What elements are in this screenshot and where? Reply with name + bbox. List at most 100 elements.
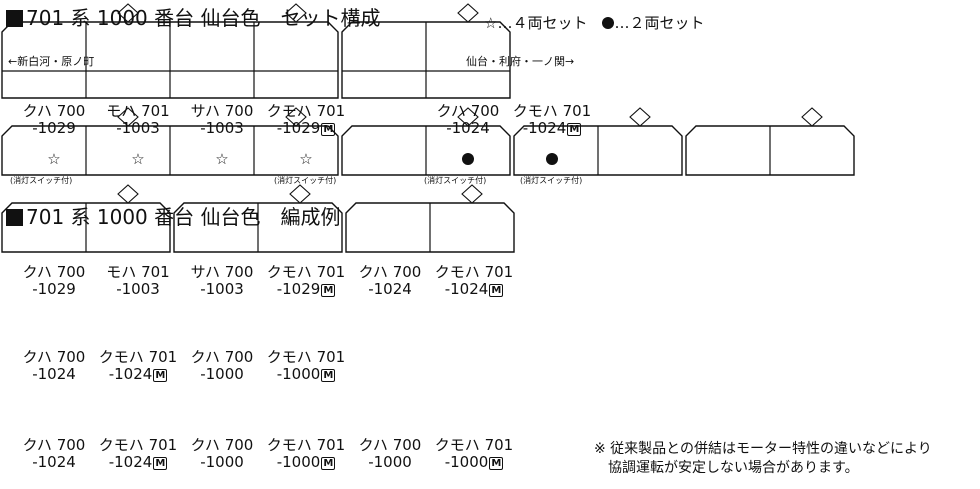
car-number-text: -1003	[200, 280, 244, 298]
note-line-1: ※ 従来製品との併結はモーター特性の違いなどにより	[594, 441, 932, 457]
legend-star: ☆…４両セット	[484, 14, 588, 32]
car-number: -1003	[96, 120, 180, 137]
motor-car-icon: M	[153, 457, 168, 470]
pantograph-icon	[117, 184, 139, 204]
four-car-set-star-icon: ☆	[131, 150, 145, 168]
four-car-set-star-icon: ☆	[215, 150, 229, 168]
car-number-text: -1024	[32, 453, 76, 471]
car-number: -1024	[12, 366, 96, 383]
square-bullet-icon	[6, 10, 23, 27]
car-name: クハ 700	[358, 436, 422, 454]
car-number-text: -1024	[108, 365, 153, 383]
direction-right-label: 仙台・利府・一ノ関→	[466, 55, 575, 68]
motor-car-icon: M	[321, 457, 336, 470]
set-composition-heading: 701 系 1000 番台 仙台色 セット構成	[6, 6, 381, 30]
headlight-switch-note: (消灯スイッチ付)	[520, 176, 583, 185]
car-number: -1024	[12, 454, 96, 471]
car-number-text: -1000	[276, 365, 321, 383]
car-label: クハ 700-1024	[12, 349, 96, 383]
pantograph-icon	[117, 3, 139, 23]
car-number: -1000	[180, 454, 264, 471]
legend-dot: …２両セット	[614, 14, 705, 32]
motor-car-icon: M	[321, 123, 336, 136]
motor-car-icon: M	[153, 369, 168, 382]
train-unit-body	[341, 125, 511, 176]
formation-example-heading: 701 系 1000 番台 仙台色 編成例	[6, 205, 341, 229]
pantograph-icon	[461, 184, 483, 204]
car-name: クモハ 701	[512, 102, 592, 120]
car-name: クモハ 701	[98, 348, 178, 366]
car-name: クモハ 701	[266, 436, 346, 454]
car-label: クハ 700-1000	[180, 349, 264, 383]
car-number-text: -1024	[32, 365, 76, 383]
car-label: クハ 700-1000	[348, 437, 432, 471]
car-number-text: -1024	[368, 280, 412, 298]
train-unit-body	[685, 125, 855, 176]
dot-icon	[462, 153, 474, 165]
car-name: クモハ 701	[266, 348, 346, 366]
car-number: -1029	[12, 281, 96, 298]
motor-car-icon: M	[489, 457, 504, 470]
train-unit-outline	[1, 107, 339, 176]
train-unit-outline	[341, 107, 511, 176]
car-label: クハ 700-1024	[12, 437, 96, 471]
headlight-switch-note: (消灯スイッチ付)	[10, 176, 73, 185]
motor-car-icon: M	[489, 284, 504, 297]
motor-car-icon: M	[567, 123, 582, 136]
car-number-text: -1029	[276, 280, 321, 298]
car-name: クハ 700	[22, 102, 86, 120]
train-unit-outline	[341, 3, 511, 99]
car-name: クハ 700	[190, 348, 254, 366]
car-number: -1000	[180, 366, 264, 383]
car-number: -1024	[348, 281, 432, 298]
dot-icon	[546, 153, 558, 165]
four-car-set-star-icon: ☆	[47, 150, 61, 168]
car-number-text: -1029	[276, 119, 321, 137]
train-unit-outline	[173, 184, 343, 253]
dot-icon	[602, 17, 615, 29]
car-label: クハ 700-1000	[180, 437, 264, 471]
two-car-set-dot-icon	[426, 150, 510, 168]
headlight-switch-note: (消灯スイッチ付)	[424, 176, 487, 185]
train-unit-outline	[1, 3, 339, 99]
motor-car-icon: M	[321, 369, 336, 382]
direction-left-label: ←新白河・原ノ町	[8, 55, 95, 68]
car-name: クハ 700	[358, 263, 422, 281]
car-label: クハ 700-1029	[12, 264, 96, 298]
car-name: クモハ 701	[98, 436, 178, 454]
set-composition-diagram: クハ 700-1029☆モハ 701-1003☆サハ 700-1003☆クモハ …	[0, 0, 980, 185]
train-unit-body	[341, 21, 511, 99]
car-number-text: -1000	[368, 453, 412, 471]
pantograph-icon	[801, 107, 823, 127]
four-car-set-star-icon: ☆	[299, 150, 313, 168]
car-name: クハ 700	[22, 263, 86, 281]
pantograph-icon	[285, 107, 307, 127]
car-number: -1000	[348, 454, 432, 471]
car-number-text: -1003	[116, 280, 160, 298]
car-number-text: -1000	[200, 453, 244, 471]
car-label: サハ 700-1003	[180, 103, 264, 137]
car-number-text: -1000	[444, 453, 489, 471]
pantograph-icon	[289, 184, 311, 204]
car-name: サハ 700	[190, 102, 254, 120]
car-name: クモハ 701	[434, 436, 514, 454]
car-number-text: -1024	[446, 119, 490, 137]
square-bullet-icon	[6, 209, 23, 226]
train-unit-outline	[685, 107, 855, 176]
car-name: クハ 700	[190, 436, 254, 454]
car-number: -1003	[96, 281, 180, 298]
train-unit-body	[173, 202, 343, 253]
car-name: クモハ 701	[266, 263, 346, 281]
